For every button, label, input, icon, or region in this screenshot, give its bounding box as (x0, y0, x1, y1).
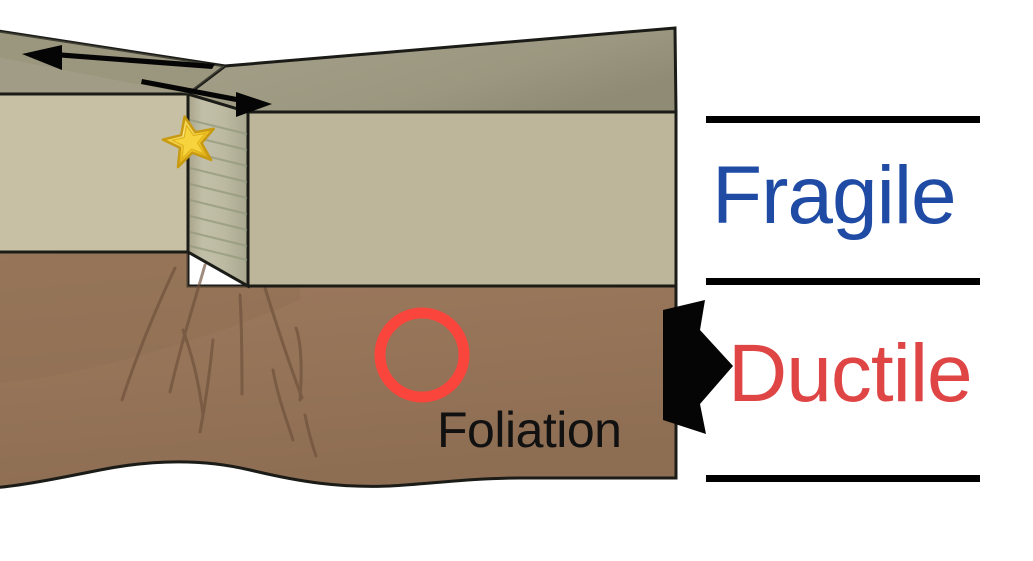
divider-line-middle (706, 278, 980, 285)
ductile-body (0, 250, 678, 489)
ductile-label: Ductile (728, 328, 973, 419)
left-slip-arrow-icon (22, 45, 215, 70)
top-surface-right-face (184, 26, 678, 114)
top-surface-right (184, 26, 678, 114)
ductile-layer (0, 250, 678, 489)
brittle-block-left (0, 92, 190, 254)
foliation-label: Foliation (437, 402, 622, 458)
circle-marker-icon (374, 307, 470, 403)
fragile-label: Fragile (712, 150, 957, 241)
ductile-shading (0, 252, 300, 383)
divider-line-top (706, 116, 980, 123)
fault-plane (186, 91, 250, 289)
brittle-left-front-face (0, 92, 190, 254)
star-icon (161, 115, 216, 169)
right-arrow-icon (663, 300, 733, 434)
brittle-right-front-face (246, 110, 678, 288)
right-slip-arrow-icon (141, 79, 272, 117)
brittle-block-right (246, 110, 678, 288)
foliation-streaks (120, 263, 318, 458)
divider-line-bottom (706, 475, 980, 482)
